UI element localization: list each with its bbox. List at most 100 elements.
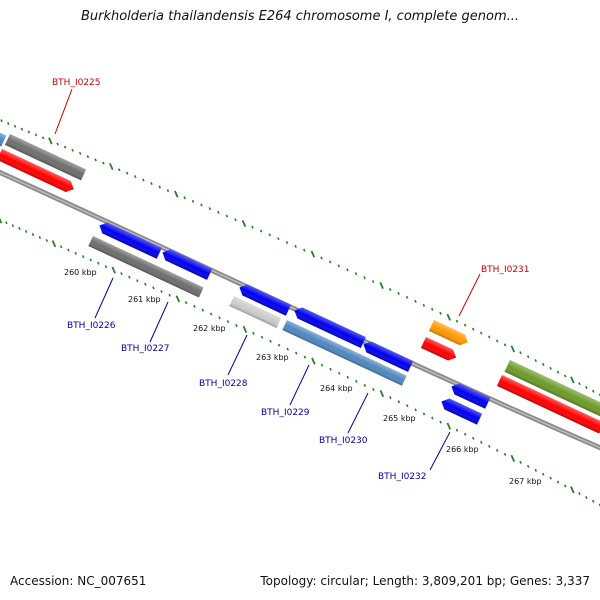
inner-ring-minor-tick <box>38 235 42 239</box>
outer-ring-minor-tick <box>41 136 45 140</box>
inner-ring-major-tick <box>510 454 516 462</box>
gene-label-bth-i0230: BTH_I0230 <box>319 436 368 446</box>
inner-ring-minor-tick <box>45 239 49 243</box>
outer-ring-minor-tick <box>541 362 545 366</box>
feature-bth-i0229 <box>282 320 407 386</box>
gene-label-bth-i0228: BTH_I0228 <box>199 379 248 389</box>
leader-bth-i0230 <box>347 392 369 434</box>
gene-label-bth-i0229: BTH_I0229 <box>261 408 310 418</box>
outer-ring-major-tick <box>379 281 384 290</box>
tick-label-263: 263 kbp <box>256 353 289 362</box>
feature-reverse-blue-5 <box>363 341 414 372</box>
outer-ring-minor-tick <box>303 248 306 252</box>
inner-ring-minor-tick <box>193 304 196 308</box>
outer-ring-minor-tick <box>191 199 195 203</box>
outer-ring-minor-tick <box>225 214 229 218</box>
outer-ring-minor-tick <box>200 203 203 207</box>
outer-ring-minor-tick <box>388 287 392 291</box>
inner-ring-minor-tick <box>519 460 522 464</box>
outer-ring-minor-tick <box>86 155 90 159</box>
inner-ring-minor-tick <box>81 255 85 259</box>
inner-ring-minor-tick <box>488 444 491 448</box>
inner-ring-minor-tick <box>144 282 147 286</box>
outer-ring-minor-tick <box>94 158 97 162</box>
inner-ring-minor-tick <box>591 499 595 503</box>
inner-ring-major-tick <box>242 325 248 333</box>
inner-ring-major-tick <box>446 422 452 430</box>
inner-ring-minor-tick <box>152 286 155 290</box>
inner-ring-minor-tick <box>463 432 467 436</box>
feature-forward-olive-right <box>504 360 600 419</box>
outer-ring-minor-tick <box>150 182 153 186</box>
accession-text: Accession: NC_007651 <box>10 574 147 588</box>
inner-ring-minor-tick <box>578 492 581 496</box>
outer-ring-minor-tick <box>0 119 3 123</box>
leader-bth-i0228 <box>227 334 248 376</box>
inner-ring-minor-tick <box>209 312 213 316</box>
inner-ring-minor-tick <box>541 472 545 476</box>
outer-ring-minor-tick <box>13 124 17 128</box>
inner-ring-minor-tick <box>277 343 281 347</box>
inner-ring-minor-tick <box>455 428 459 432</box>
inner-ring-minor-tick <box>355 379 358 383</box>
outer-ring-minor-tick <box>471 327 475 331</box>
outer-ring-minor-tick <box>34 133 38 137</box>
inner-ring-minor-tick <box>556 480 560 484</box>
tick-label-260: 260 kbp <box>64 268 97 277</box>
inner-ring-minor-tick <box>226 320 230 324</box>
outer-ring-major-tick <box>241 219 247 228</box>
inner-ring-minor-tick <box>414 408 417 412</box>
outer-ring-minor-tick <box>6 121 10 125</box>
inner-ring-major-tick <box>379 390 385 398</box>
inner-ring-minor-tick <box>526 464 530 468</box>
tick-label-266: 266 kbp <box>446 445 479 454</box>
outer-ring-major-tick <box>48 137 53 145</box>
feature-reverse-blue-3 <box>239 284 291 316</box>
inner-ring-minor-tick <box>89 258 92 262</box>
outer-ring-major-tick <box>310 250 316 258</box>
inner-ring-minor-tick <box>67 248 70 252</box>
tick-label-265: 265 kbp <box>383 414 416 423</box>
outer-ring-minor-tick <box>414 299 417 303</box>
outer-ring-minor-tick <box>78 151 82 155</box>
outer-ring-minor-tick <box>430 307 434 311</box>
outer-ring-minor-tick <box>578 382 581 386</box>
inner-ring-minor-tick <box>18 227 21 231</box>
inner-ring-minor-tick <box>24 229 28 233</box>
outer-ring-minor-tick <box>208 207 212 211</box>
outer-ring-minor-tick <box>234 218 237 222</box>
outer-ring-minor-tick <box>158 185 161 189</box>
outer-ring-minor-tick <box>117 168 121 172</box>
outer-ring-minor-tick <box>268 233 271 237</box>
inner-ring-minor-tick <box>372 388 375 391</box>
outer-ring-minor-tick <box>405 295 409 299</box>
leader-bth-i0227 <box>149 301 169 343</box>
inner-ring-minor-tick <box>184 301 188 305</box>
outer-ring-minor-tick <box>259 229 263 233</box>
outer-ring-major-tick <box>109 162 114 170</box>
gene-label-bth-i0231: BTH_I0231 <box>481 265 530 275</box>
inner-ring-minor-tick <box>337 371 341 375</box>
gene-label-bth-i0227: BTH_I0227 <box>121 344 170 354</box>
inner-ring-minor-tick <box>120 272 123 276</box>
outer-ring-minor-tick <box>63 145 67 149</box>
outer-ring-minor-tick <box>20 127 24 131</box>
feature-forward-steelblue-left <box>0 128 7 147</box>
outer-ring-minor-tick <box>487 335 491 339</box>
inner-ring-minor-tick <box>11 224 15 228</box>
gene-label-bth-i0232: BTH_I0232 <box>378 472 427 482</box>
outer-ring-minor-tick <box>534 359 537 363</box>
inner-ring-minor-tick <box>585 495 588 499</box>
inner-ring-minor-tick <box>218 316 221 320</box>
inner-ring-minor-tick <box>389 396 392 400</box>
inner-ring-minor-tick <box>235 324 238 328</box>
outer-ring-minor-tick <box>526 355 530 359</box>
outer-ring-major-tick <box>446 313 451 321</box>
inner-ring-minor-tick <box>260 335 264 339</box>
inner-ring-minor-tick <box>346 375 350 379</box>
outer-ring-minor-tick <box>422 303 426 307</box>
map-title: Burkholderia thailandensis E264 chromoso… <box>80 9 520 24</box>
outer-ring-minor-tick <box>463 323 467 327</box>
inner-ring-minor-tick <box>128 275 131 279</box>
